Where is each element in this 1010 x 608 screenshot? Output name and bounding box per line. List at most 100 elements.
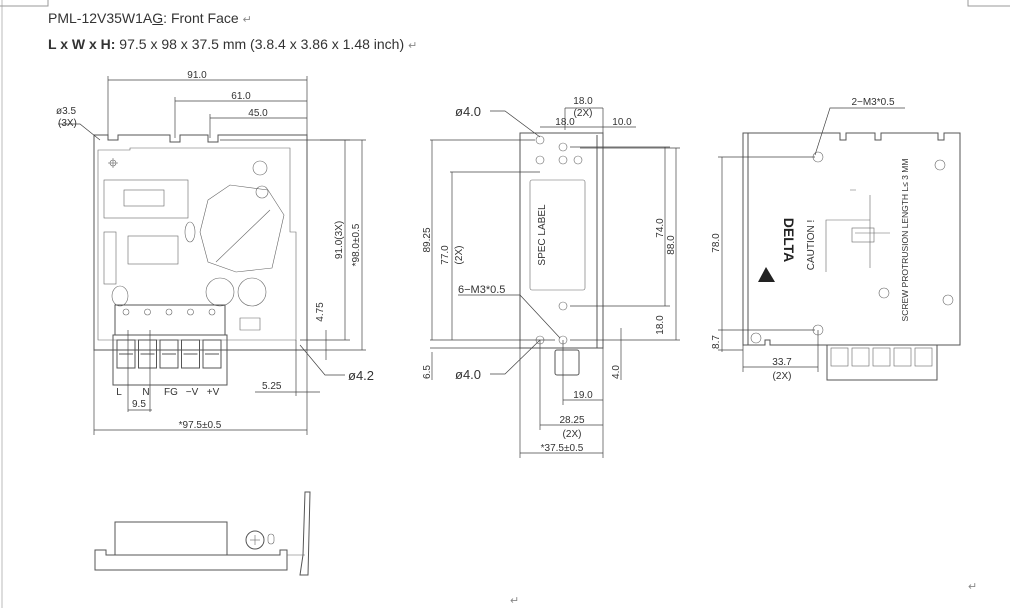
paragraph-mark-icon: ↵ (968, 581, 977, 593)
terminal-hole (208, 308, 216, 316)
screw-hole (535, 135, 545, 145)
screw-note-6-m3: 6−M3*0.5 (458, 284, 505, 296)
terminal-hole (122, 308, 130, 316)
document-title: PML-12V35W1AG: Front Face↵ (48, 10, 252, 26)
terminal-screw (893, 347, 912, 367)
paragraph-mark-icon: ↵ (510, 595, 519, 607)
screw-hole (878, 287, 890, 299)
dim-77-count: (2X) (454, 246, 465, 265)
back-terminal-block (826, 344, 938, 381)
dim-91-3x: 91.0(3X) (334, 221, 345, 259)
screw-hole (750, 332, 762, 344)
dim-74: 74.0 (655, 218, 666, 238)
side-dimension-lines (430, 107, 680, 458)
spec-label-area (529, 179, 586, 291)
dim-78: 78.0 (711, 233, 722, 253)
side-bracket (299, 491, 311, 576)
dim-45: 45.0 (248, 108, 268, 119)
terminal-screw (138, 339, 157, 369)
dim-18-2x-count: (2X) (574, 108, 593, 119)
dim-18: 18.0 (555, 117, 575, 128)
dim-10: 10.0 (612, 117, 632, 128)
screw-hole (558, 301, 568, 311)
screw-hole (558, 142, 568, 152)
dimensions-label: L x W x H: (48, 36, 116, 52)
terminal-label-n: N (142, 387, 149, 398)
terminal-hole (165, 308, 173, 316)
side-view: ø4.0 ø4.0 18.0 (2X) 18.0 10.0 89.25 77.0… (422, 96, 680, 458)
terminal-label-plus-v: +V (207, 387, 220, 398)
dim-18-low: 18.0 (655, 315, 666, 335)
terminal-label-l: L (116, 387, 122, 398)
front-chassis-outline (93, 134, 308, 351)
terminal-screw (181, 339, 200, 369)
front-view: 91.0 61.0 45.0 ø3.5 (3X) 91.0(3X) *98.0±… (56, 70, 374, 435)
terminal-screw (872, 347, 891, 367)
dim-91: 91.0 (187, 70, 207, 81)
terminal-screw (851, 347, 870, 367)
potentiometer (245, 530, 265, 550)
dim-97-5: *97.5±0.5 (179, 420, 222, 431)
dim-9-5: 9.5 (132, 399, 146, 410)
screw-hole (573, 155, 583, 165)
screw-diagram (825, 189, 890, 272)
dim-19: 19.0 (573, 390, 593, 401)
paragraph-mark-icon: ↵ (242, 14, 252, 26)
heatsink-side (114, 521, 228, 556)
dim-37-5: *37.5±0.5 (541, 443, 584, 454)
dim-77: 77.0 (440, 245, 451, 265)
terminal-label-minus-v: −V (186, 387, 199, 398)
hole-4-2: ø4.2 (348, 368, 374, 383)
terminal-hole (144, 308, 151, 316)
screw-hole (942, 294, 954, 306)
dim-8-7: 8.7 (711, 335, 722, 349)
hole-4-0-top: ø4.0 (455, 104, 481, 119)
terminal-screw (116, 339, 136, 369)
hole-3-5-count: (3X) (58, 118, 77, 129)
paragraph-mark-icon: ↵ (408, 40, 418, 52)
terminal-screw (202, 339, 222, 369)
dim-4-0: 4.0 (611, 365, 622, 379)
caution-text: CAUTION ! (806, 220, 817, 271)
dim-61: 61.0 (231, 91, 251, 102)
brand-logo-text: DELTA (781, 218, 797, 263)
dim-28-25: 28.25 (559, 415, 584, 426)
screw-note-2-m3: 2−M3*0.5 (851, 97, 895, 108)
terminal-hole (187, 308, 194, 316)
screw-protrusion-note: SCREW PROTRUSION LENGTH L≤ 3 MM (900, 159, 910, 322)
terminal-screw (830, 347, 849, 367)
dim-33-7-count: (2X) (773, 371, 792, 382)
dim-28-25-count: (2X) (563, 429, 582, 440)
terminal-block (112, 304, 228, 386)
dimensions-value: 97.5 x 98 x 37.5 mm (3.8.4 x 3.86 x 1.48… (115, 36, 405, 52)
dim-89-25: 89.25 (422, 227, 433, 252)
screw-hole (535, 155, 545, 165)
back-dimension-lines (718, 107, 905, 372)
terminal-screw (159, 339, 179, 369)
side-chassis-outline (519, 132, 604, 349)
transformer (103, 179, 189, 219)
dim-88: 88.0 (666, 235, 677, 255)
hole-4-0-bottom: ø4.0 (455, 367, 481, 382)
heatsink (199, 184, 285, 273)
dim-18-2x: 18.0 (573, 96, 593, 107)
bottom-side-view (94, 491, 311, 576)
back-view: DELTA CAUTION ! SCREW PROTRUSION LENGTH … (711, 97, 961, 382)
screw-hole (558, 155, 568, 165)
dim-98: *98.0±0.5 (351, 223, 362, 266)
model-name: PML-12V35W1A (48, 10, 153, 26)
dim-4-75: 4.75 (315, 302, 326, 322)
spec-label: SPEC LABEL (537, 204, 548, 266)
delta-logo-icon (758, 267, 775, 282)
dim-33-7: 33.7 (772, 357, 792, 368)
back-chassix-outline (742, 132, 961, 346)
screw-hole (934, 159, 946, 171)
model-suffix: G (152, 10, 164, 26)
terminal-label-fg: FG (164, 387, 178, 398)
dim-6-5: 6.5 (422, 365, 433, 379)
pcb-outline (97, 147, 297, 341)
title-suffix: : Front Face (163, 10, 239, 26)
hole-3-5: ø3.5 (56, 106, 76, 117)
